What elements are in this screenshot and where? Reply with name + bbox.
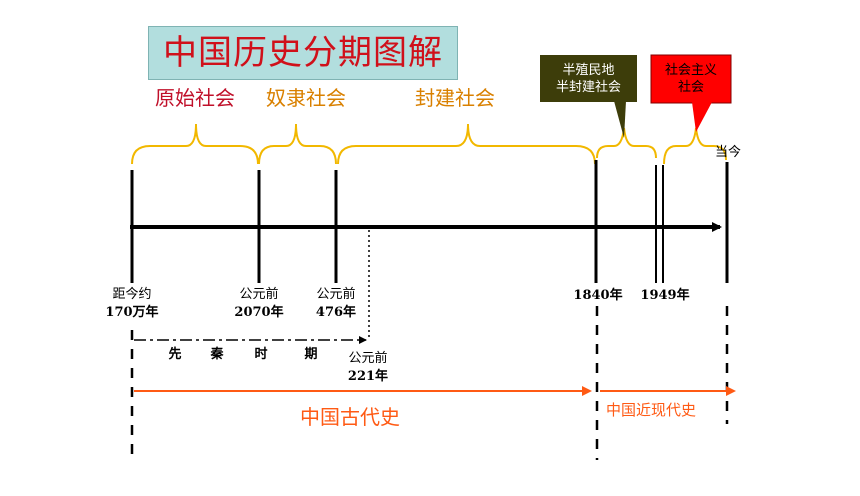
callout-semicolonial-line2: 半封建社会 <box>555 80 621 95</box>
period-feudal: 封建社会 <box>415 86 495 110</box>
dashed-extensions <box>130 306 729 460</box>
callout-semicolonial <box>540 55 637 138</box>
diagram-title: 中国历史分期图解 <box>148 26 458 80</box>
period-slave: 奴隶社会 <box>266 86 346 110</box>
brace-slave <box>258 123 337 165</box>
label-221bc-line2: 221年 <box>347 369 389 384</box>
label-221bc-line1: 公元前 <box>348 351 388 366</box>
label-now: 当今 <box>714 145 741 160</box>
pre-qin-char-4: 期 <box>304 347 318 362</box>
brace-feudal <box>337 123 596 165</box>
pre-qin-char-3: 时 <box>254 347 268 362</box>
timeline-markers <box>130 160 729 283</box>
pre-qin-char-1: 先 <box>168 347 182 362</box>
callout-socialist-text: 社会主义 社会 <box>651 62 731 96</box>
label-1840: 1840年 <box>573 288 623 303</box>
label-170wan-line2: 170万年 <box>105 305 159 320</box>
era-modern-label: 中国近现代史 <box>606 401 697 419</box>
callout-socialist <box>650 54 732 132</box>
label-170wan-line1: 距今约 <box>112 287 152 302</box>
label-2070bc: 公元前 2070年 <box>229 286 289 322</box>
label-221bc: 公元前 221年 <box>338 350 398 386</box>
pre-qin-char-2: 秦 <box>210 347 224 362</box>
brace-primitive <box>131 123 259 165</box>
callout-socialist-line2: 社会 <box>677 80 704 95</box>
label-476bc-line2: 476年 <box>315 305 357 320</box>
label-170wan: 距今约 170万年 <box>102 286 162 322</box>
label-476bc: 公元前 476年 <box>306 286 366 322</box>
label-1949: 1949年 <box>640 288 690 303</box>
callout-semicolonial-line1: 半殖民地 <box>562 63 615 78</box>
callout-semicolonial-text: 半殖民地 半封建社会 <box>540 62 637 96</box>
callout-socialist-line1: 社会主义 <box>664 63 717 78</box>
label-2070bc-line1: 公元前 <box>239 287 279 302</box>
label-476bc-line1: 公元前 <box>316 287 356 302</box>
period-primitive: 原始社会 <box>155 86 235 110</box>
period-braces <box>131 123 727 165</box>
label-2070bc-line2: 2070年 <box>234 305 284 320</box>
brace-semicolonial <box>596 127 657 159</box>
era-ancient-label: 中国古代史 <box>300 405 400 429</box>
